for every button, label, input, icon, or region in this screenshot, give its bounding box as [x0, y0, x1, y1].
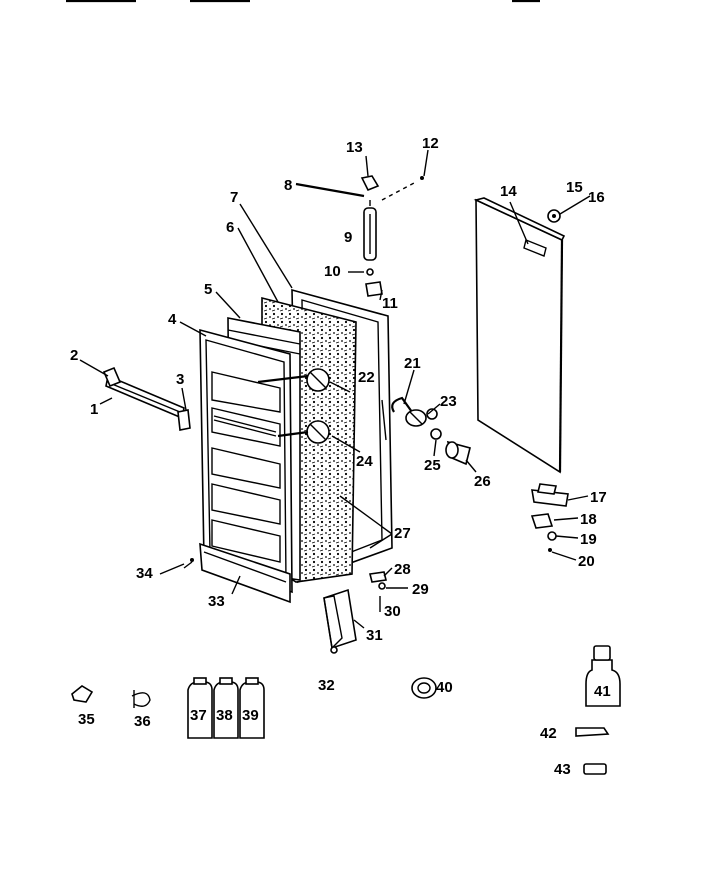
label-5: 5 — [204, 281, 212, 298]
label-26: 26 — [474, 473, 491, 490]
hinge-screw-22 — [257, 368, 330, 392]
label-18: 18 — [580, 511, 597, 528]
top-hinge-assembly — [360, 175, 424, 297]
label-1: 1 — [90, 401, 98, 418]
label-36: 36 — [134, 713, 151, 730]
clip-36 — [131, 690, 151, 708]
label-9: 9 — [344, 229, 352, 246]
label-4: 4 — [168, 311, 177, 328]
part-43 — [583, 763, 607, 775]
touch-up-bottles — [187, 677, 265, 739]
label-3: 3 — [176, 371, 184, 388]
hinge-pin-assembly — [391, 396, 438, 427]
label-31: 31 — [366, 627, 383, 644]
label-42: 42 — [540, 725, 557, 742]
bottom-trim — [199, 542, 291, 604]
lower-hinge-assembly — [530, 483, 569, 552]
label-13: 13 — [346, 139, 363, 156]
label-40: 40 — [436, 679, 453, 696]
label-17: 17 — [590, 489, 607, 506]
label-6: 6 — [226, 219, 234, 236]
label-25: 25 — [424, 457, 441, 474]
label-15: 15 — [566, 179, 583, 196]
label-28: 28 — [394, 561, 411, 578]
label-24: 24 — [356, 453, 373, 470]
label-20: 20 — [578, 553, 595, 570]
label-8: 8 — [284, 177, 292, 194]
screw-34 — [183, 558, 194, 569]
leader-lines — [79, 149, 591, 629]
label-16: 16 — [588, 189, 605, 206]
door-shelves — [211, 371, 281, 563]
bushing-26 — [445, 440, 471, 466]
label-19: 19 — [580, 531, 597, 548]
label-41: 41 — [594, 683, 611, 700]
cleaner-bottle — [585, 645, 621, 707]
screw-32 — [330, 646, 338, 654]
bottom-bracket-31 — [323, 588, 357, 650]
label-29: 29 — [412, 581, 429, 598]
label-7: 7 — [230, 189, 238, 206]
part-labels: 1 2 3 4 5 6 7 8 9 10 11 12 13 14 15 16 1… — [70, 135, 611, 778]
hinge-screw-24 — [277, 420, 330, 444]
label-21: 21 — [404, 355, 421, 372]
label-23: 23 — [440, 393, 457, 410]
label-32: 32 — [318, 677, 335, 694]
label-43: 43 — [554, 761, 571, 778]
label-14: 14 — [500, 183, 517, 200]
label-22: 22 — [358, 369, 375, 386]
label-27: 27 — [394, 525, 411, 542]
part-42 — [575, 727, 610, 737]
label-33: 33 — [208, 593, 225, 610]
washer-25 — [430, 428, 442, 440]
label-30: 30 — [384, 603, 401, 620]
label-38: 38 — [216, 707, 233, 724]
door-stop-cap — [177, 409, 191, 431]
door-stop-bracket — [102, 366, 185, 420]
clip-35 — [71, 685, 94, 703]
small-hardware-28-30 — [369, 571, 387, 612]
label-11: 11 — [382, 295, 398, 312]
label-39: 39 — [242, 707, 259, 724]
label-12: 12 — [422, 135, 439, 152]
outer-door — [473, 197, 566, 474]
label-34: 34 — [136, 565, 153, 582]
label-37: 37 — [190, 707, 207, 724]
label-10: 10 — [324, 263, 341, 280]
ring-40 — [411, 677, 437, 699]
door-handle-screw — [547, 209, 561, 223]
label-2: 2 — [70, 347, 78, 364]
label-35: 35 — [78, 711, 95, 728]
